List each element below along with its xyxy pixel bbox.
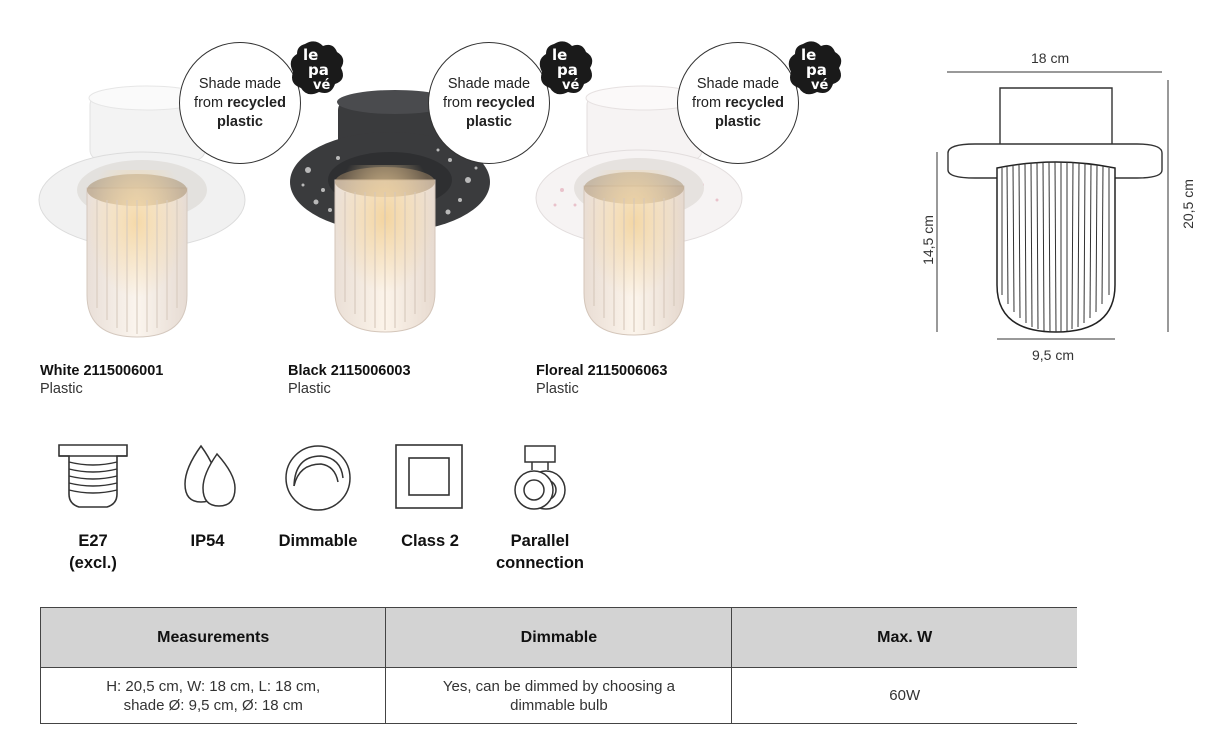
cell-measurements: H: 20,5 cm, W: 18 cm, L: 18 cm, shade Ø:… — [39, 667, 386, 724]
dimension-height-shade: 14,5 cm — [920, 215, 936, 265]
le-pave-logo-icon: le pa vé — [785, 38, 847, 105]
ip54-drops-icon — [183, 444, 236, 507]
svg-text:pa: pa — [308, 61, 329, 79]
badge-line2-bold: recycled — [476, 94, 535, 111]
feature-label: IP54 — [190, 532, 225, 550]
badge-line1: Shade made — [447, 75, 531, 92]
class-2-icon — [395, 444, 463, 509]
feature-label: E27 — [78, 532, 108, 550]
product-material: Plastic — [288, 381, 331, 397]
svg-text:vé: vé — [313, 78, 330, 93]
recycled-badge-black: Shade made from recycled plastic — [428, 42, 550, 164]
cell-text: Yes, can be dimmed by choosing a — [442, 677, 675, 695]
badge-line2-bold: recycled — [227, 94, 286, 111]
le-pave-logo-icon: le pa vé — [536, 38, 598, 105]
dimension-width-top: 18 cm — [1031, 50, 1070, 66]
svg-text:le: le — [801, 46, 816, 64]
le-pave-logo-icon: le pa vé — [287, 38, 349, 105]
parallel-connection-icon — [514, 445, 566, 510]
cell-max-w: 60W — [731, 667, 1077, 724]
table-row: H: 20,5 cm, W: 18 cm, L: 18 cm, shade Ø:… — [39, 667, 1077, 724]
feature-label-line2: connection — [495, 554, 584, 572]
product-image-white — [30, 40, 270, 340]
product-name: White 2115006001 — [40, 363, 164, 379]
badge-line2-prefix: from — [443, 94, 477, 111]
dimension-height-total: 20,5 cm — [1180, 179, 1196, 229]
table-header-row: Measurements Dimmable Max. W — [39, 607, 1077, 668]
feature-label: Parallel — [510, 532, 570, 550]
feature-label: Class 2 — [401, 532, 459, 550]
product-material: Plastic — [40, 381, 83, 397]
badge-line2-prefix: from — [692, 94, 726, 111]
feature-label: Dimmable — [278, 532, 358, 550]
badge-line3: plastic — [466, 113, 512, 130]
feature-parallel-connection: Parallel connection — [485, 442, 595, 574]
product-caption-black: Black 2115006003 Plastic — [288, 362, 411, 398]
product-caption-white: White 2115006001 Plastic — [40, 362, 163, 398]
svg-text:le: le — [303, 46, 318, 64]
badge-line2-prefix: from — [194, 94, 228, 111]
dimension-shade-diameter: 9,5 cm — [1032, 347, 1075, 363]
product-image-floreal — [527, 40, 767, 340]
product-image-black — [278, 40, 518, 340]
recycled-badge-floreal: Shade made from recycled plastic — [677, 42, 799, 164]
badge-line1: Shade made — [198, 75, 282, 92]
feature-e27: E27 (excl.) — [48, 442, 138, 574]
product-name: Black 2115006003 — [288, 363, 411, 379]
cell-text: shade Ø: 9,5 cm, Ø: 18 cm — [123, 696, 303, 714]
svg-text:vé: vé — [811, 78, 828, 93]
badge-line3: plastic — [217, 113, 263, 130]
column-header-dimmable: Dimmable — [385, 607, 732, 668]
feature-ip54: IP54 — [160, 442, 255, 552]
column-header-max-w: Max. W — [731, 607, 1077, 668]
feature-dimmable: Dimmable — [268, 442, 368, 552]
recycled-badge-white: Shade made from recycled plastic — [179, 42, 301, 164]
column-header-measurements: Measurements — [39, 607, 386, 668]
feature-label-line2: (excl.) — [69, 554, 117, 572]
feature-class-2: Class 2 — [385, 442, 475, 552]
dimension-drawing — [915, 40, 1205, 370]
specifications-table: Measurements Dimmable Max. W H: 20,5 cm,… — [39, 607, 1077, 724]
svg-text:le: le — [552, 46, 567, 64]
e27-bulb-socket-icon — [58, 444, 128, 508]
cell-text: H: 20,5 cm, W: 18 cm, L: 18 cm, — [106, 677, 321, 695]
product-name: Floreal 2115006063 — [536, 363, 668, 379]
badge-line2-bold: recycled — [725, 94, 784, 111]
cell-text: dimmable bulb — [510, 696, 608, 714]
badge-line1: Shade made — [696, 75, 780, 92]
svg-text:pa: pa — [557, 61, 578, 79]
product-material: Plastic — [536, 381, 579, 397]
dimmable-icon — [285, 445, 351, 511]
svg-text:vé: vé — [562, 78, 579, 93]
svg-text:pa: pa — [806, 61, 827, 79]
product-caption-floreal: Floreal 2115006063 Plastic — [536, 362, 667, 398]
badge-line3: plastic — [715, 113, 761, 130]
cell-dimmable: Yes, can be dimmed by choosing a dimmabl… — [385, 667, 732, 724]
